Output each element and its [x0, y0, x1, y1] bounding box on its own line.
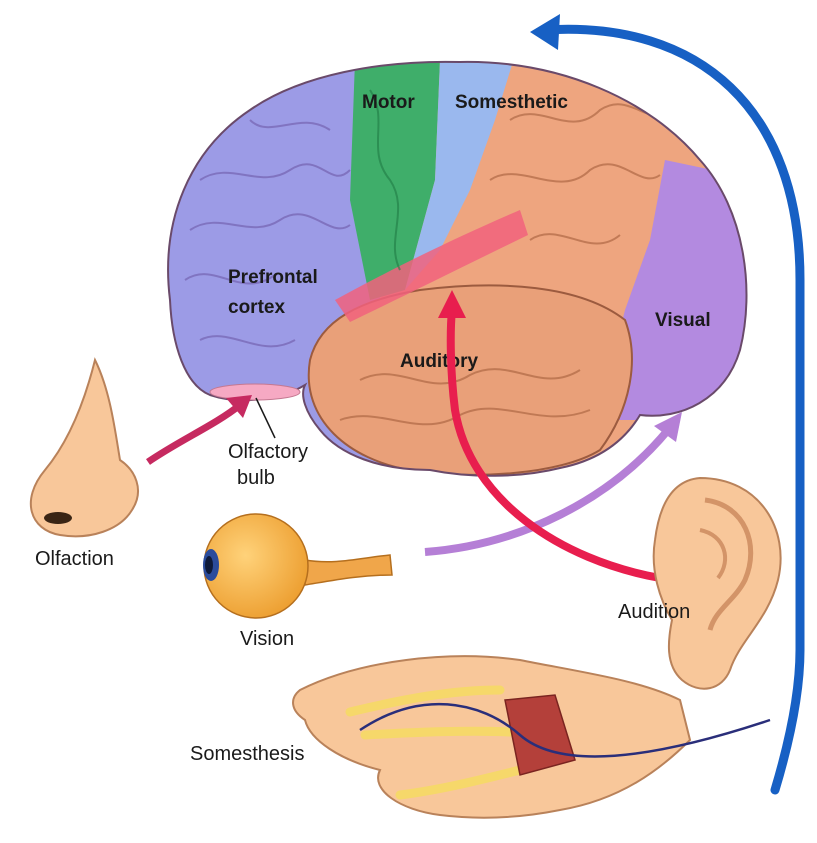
olfaction-label: Olfaction [35, 548, 114, 570]
eye-illustration [203, 514, 392, 618]
olfactory-bulb-label-line2: bulb [237, 467, 275, 489]
vision-label: Vision [240, 628, 294, 650]
auditory-label: Auditory [400, 351, 479, 372]
somesthesis-label: Somesthesis [190, 743, 305, 765]
motor-label: Motor [362, 92, 415, 113]
somesthetic-label: Somesthetic [455, 92, 568, 113]
audition-label: Audition [618, 601, 690, 623]
prefrontal-label-line1: Prefrontal [228, 267, 318, 288]
visual-label: Visual [655, 310, 711, 331]
olfactory-bulb [210, 384, 300, 400]
prefrontal-label-line2: cortex [228, 297, 285, 318]
olfactory-bulb-label-line1: Olfactory [228, 441, 308, 463]
nose-illustration [31, 360, 138, 536]
olfactory-bulb-leader [256, 398, 275, 438]
ear-illustration [654, 478, 781, 689]
